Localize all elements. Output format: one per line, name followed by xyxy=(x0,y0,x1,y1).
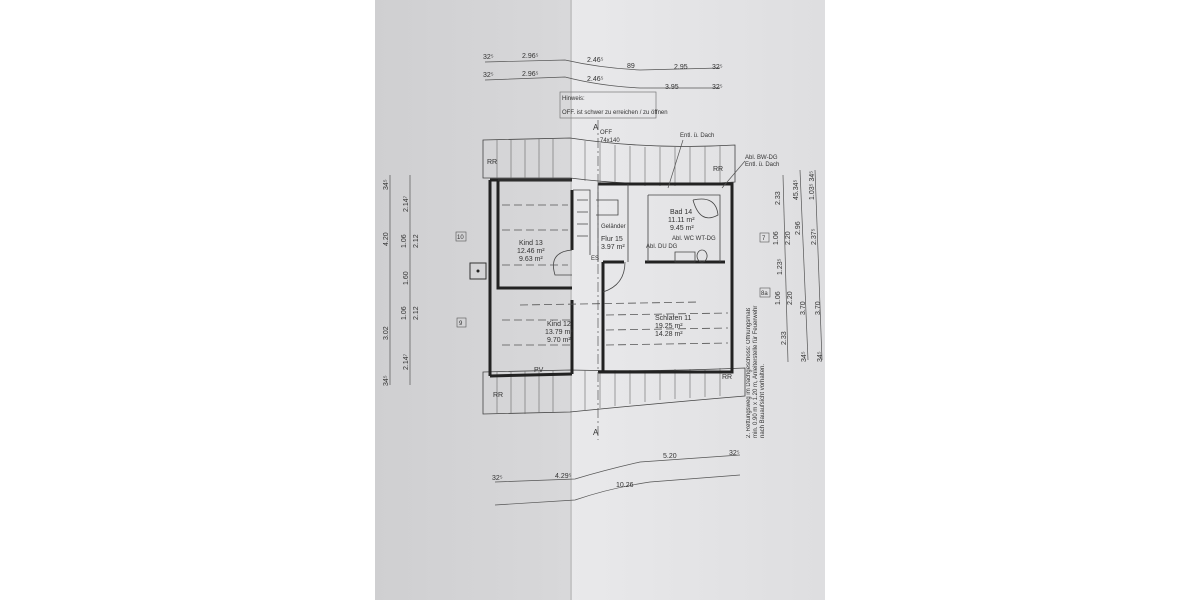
svg-text:10.26: 10.26 xyxy=(616,482,634,489)
svg-text:Abl. WC WT-DG: Abl. WC WT-DG xyxy=(672,236,716,242)
svg-text:Kind 13: Kind 13 xyxy=(519,240,543,247)
svg-text:OFF. ist schwer zu erreichen /: OFF. ist schwer zu erreichen / zu öffnen xyxy=(562,110,668,116)
svg-text:32⁵: 32⁵ xyxy=(492,475,503,482)
svg-text:2.96⁵: 2.96⁵ xyxy=(522,53,539,60)
svg-text:3.97 m²: 3.97 m² xyxy=(601,244,625,251)
svg-text:32⁵: 32⁵ xyxy=(483,54,494,61)
room-kind-12[interactable]: Kind 12 13.79 m² 9.70 m² xyxy=(545,321,573,344)
svg-text:32⁵: 32⁵ xyxy=(729,450,740,457)
svg-text:2.14⁷: 2.14⁷ xyxy=(403,195,410,212)
svg-text:11.11 m²: 11.11 m² xyxy=(668,217,695,224)
svg-text:2.33: 2.33 xyxy=(775,191,782,205)
room-flur-15[interactable]: Flur 15 3.97 m² xyxy=(601,236,625,251)
svg-text:Schlafen 11: Schlafen 11 xyxy=(655,315,692,322)
escape-route-note: 2. Rettungsweg im Dachgeschoss: Öffnungs… xyxy=(746,305,766,438)
svg-text:1.23⁵: 1.23⁵ xyxy=(777,258,784,275)
svg-text:19.25 m²: 19.25 m² xyxy=(655,323,683,330)
window-label: OFF xyxy=(600,130,612,136)
left-dimensions: 34⁵ 4.20 3.02 34⁵ 2.14⁷ 1.06 2.12 1.60 1… xyxy=(383,175,420,386)
svg-text:34⁵: 34⁵ xyxy=(801,351,808,362)
svg-text:1.60: 1.60 xyxy=(403,271,410,285)
svg-text:14.28 m²: 14.28 m² xyxy=(655,331,683,338)
svg-text:4.20: 4.20 xyxy=(383,232,390,246)
bottom-dimensions: 32⁵ 4.29⁵ 5.20 32⁵ 10.26 xyxy=(492,450,741,506)
svg-text:2.14⁷: 2.14⁷ xyxy=(403,353,410,370)
walls xyxy=(488,120,734,440)
svg-text:PV: PV xyxy=(534,367,544,374)
svg-text:2.96: 2.96 xyxy=(795,221,802,235)
svg-text:2.46⁵: 2.46⁵ xyxy=(587,57,604,64)
svg-text:89: 89 xyxy=(627,63,635,70)
svg-text:2.12: 2.12 xyxy=(413,234,420,248)
svg-text:2.12: 2.12 xyxy=(413,306,420,320)
svg-text:1.06: 1.06 xyxy=(401,306,408,320)
markers: RR RR RR RR PV 10 9 7 8a xyxy=(455,159,771,399)
svg-text:32⁵: 32⁵ xyxy=(712,64,723,71)
svg-text:9: 9 xyxy=(459,321,463,327)
room-kind-13[interactable]: Kind 13 12.46 m² 9.63 m² xyxy=(517,240,545,263)
svg-text:Flur 15: Flur 15 xyxy=(601,236,623,243)
svg-text:Kind 12: Kind 12 xyxy=(547,321,571,328)
svg-text:34⁵: 34⁵ xyxy=(817,351,824,362)
window-size: 74x140 xyxy=(600,138,620,144)
paper-right-half xyxy=(570,0,825,600)
svg-text:1.03⁵ 34⁵: 1.03⁵ 34⁵ xyxy=(809,171,816,200)
note-box: Hinweis: OFF. ist schwer zu erreichen / … xyxy=(559,91,668,119)
svg-text:2.20: 2.20 xyxy=(787,291,794,305)
svg-text:9.45 m²: 9.45 m² xyxy=(670,225,694,232)
svg-text:3.70: 3.70 xyxy=(815,301,822,315)
svg-text:10: 10 xyxy=(457,235,464,241)
svg-text:3.02: 3.02 xyxy=(383,326,390,340)
svg-text:2.95: 2.95 xyxy=(674,64,688,71)
svg-text:9.70 m²: 9.70 m² xyxy=(547,337,571,344)
section-mark-bottom: A xyxy=(593,428,599,437)
svg-text:13.79 m²: 13.79 m² xyxy=(545,329,573,336)
svg-text:RR: RR xyxy=(487,159,497,166)
callouts: Entl. ü. Dach Abl. BW-DG Entl. ü. Dach A… xyxy=(591,133,779,262)
top-dimensions: 32⁵ 2.96⁵ 2.46⁵ 89 2.95 32⁵ 32⁵ 2.96⁵ 2.… xyxy=(483,53,723,91)
roof-top xyxy=(482,137,736,186)
svg-text:2.37⁵: 2.37⁵ xyxy=(811,228,818,245)
svg-text:4.29⁵: 4.29⁵ xyxy=(555,473,572,480)
svg-text:ES: ES xyxy=(591,256,599,262)
svg-text:3.95: 3.95 xyxy=(665,84,679,91)
svg-text:2.20: 2.20 xyxy=(785,231,792,245)
svg-text:8a: 8a xyxy=(761,291,768,297)
svg-text:12.46 m²: 12.46 m² xyxy=(517,248,545,255)
svg-text:Bad 14: Bad 14 xyxy=(670,209,692,216)
svg-text:RR: RR xyxy=(722,374,732,381)
svg-text:7: 7 xyxy=(762,236,766,242)
svg-text:9.63 m²: 9.63 m² xyxy=(519,256,543,263)
right-dimensions: 2.33 1.06 2.20 1.23⁵ 1.06 2.20 2.33 45.3… xyxy=(773,169,824,363)
svg-text:34⁵: 34⁵ xyxy=(383,179,390,190)
svg-text:45.34⁵: 45.34⁵ xyxy=(793,179,800,200)
svg-text:Entl. ü. Dach: Entl. ü. Dach xyxy=(745,162,779,168)
room-schlafen-11[interactable]: Schlafen 11 19.25 m² 14.28 m² xyxy=(655,315,692,338)
room-bad-14[interactable]: Bad 14 11.11 m² 9.45 m² xyxy=(668,209,695,232)
section-mark-top: A xyxy=(593,123,599,132)
paper-left-half xyxy=(375,0,572,600)
svg-text:2.46⁵: 2.46⁵ xyxy=(587,76,604,83)
svg-text:RR: RR xyxy=(713,166,723,173)
svg-text:Entl. ü. Dach: Entl. ü. Dach xyxy=(680,133,714,139)
svg-text:2.33: 2.33 xyxy=(781,331,788,345)
svg-text:5.20: 5.20 xyxy=(663,453,677,460)
svg-text:Abl. DU DG: Abl. DU DG xyxy=(646,244,678,250)
svg-text:2.96⁵: 2.96⁵ xyxy=(522,71,539,78)
svg-text:1.06: 1.06 xyxy=(773,231,780,245)
svg-text:1.06: 1.06 xyxy=(401,234,408,248)
svg-text:3.70: 3.70 xyxy=(800,301,807,315)
svg-text:34⁵: 34⁵ xyxy=(383,375,390,386)
svg-text:1.06: 1.06 xyxy=(775,291,782,305)
svg-text:Abl. BW-DG: Abl. BW-DG xyxy=(745,155,778,161)
svg-text:32⁵: 32⁵ xyxy=(712,84,723,91)
svg-text:RR: RR xyxy=(493,392,503,399)
svg-text:Hinweis:: Hinweis: xyxy=(562,96,585,102)
svg-text:32⁵: 32⁵ xyxy=(483,72,494,79)
svg-text:Geländer: Geländer xyxy=(601,224,626,230)
